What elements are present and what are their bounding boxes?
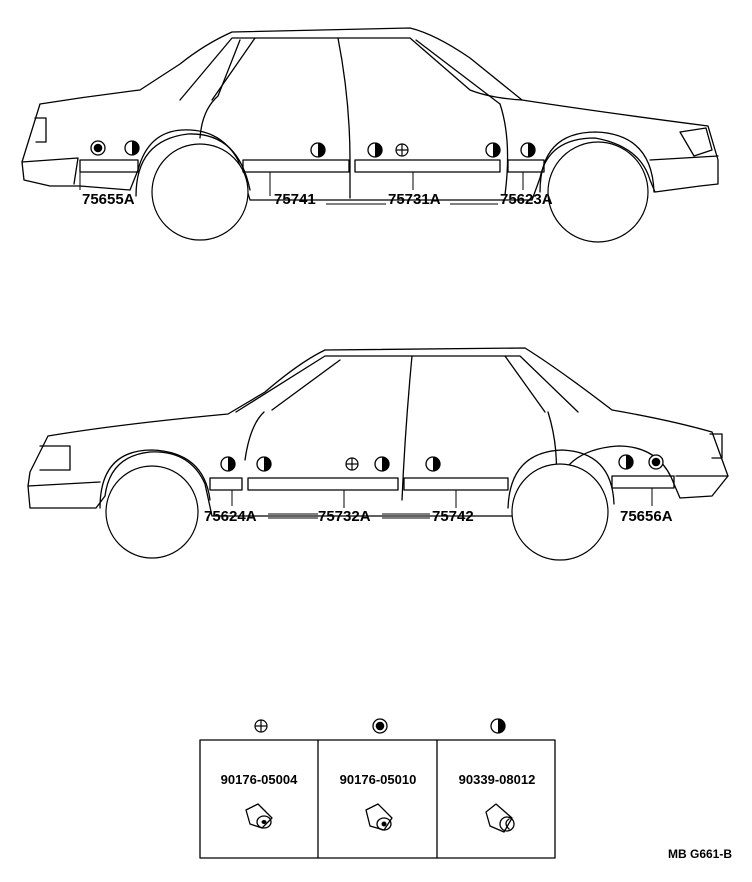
callout-label: 75655A [82, 191, 135, 208]
half-circle-icon [220, 456, 236, 472]
part-number: 90176-05010 [340, 772, 417, 787]
cross-circle-icon [345, 457, 359, 471]
callout-label: 75741 [274, 191, 316, 208]
half-circle-icon [124, 140, 140, 156]
cross-circle-icon [254, 719, 268, 733]
callout-label: 75732A [318, 508, 371, 525]
half-circle-icon [520, 142, 536, 158]
half-circle-icon [490, 718, 506, 734]
clip-90176-05010-icon [365, 803, 393, 831]
top-car: 75655A 75741 75731A 75623A [21, 27, 719, 243]
callout-label: 75624A [204, 508, 257, 525]
half-circle-icon [618, 454, 634, 470]
filled-dot-circle-icon [372, 718, 388, 734]
reference-code: MB G661-B [668, 847, 732, 861]
half-circle-icon [310, 142, 326, 158]
part-number: 90339-08012 [459, 772, 536, 787]
callout-label: 75623A [500, 191, 553, 208]
half-circle-icon [485, 142, 501, 158]
cross-circle-icon [395, 143, 409, 157]
half-circle-icon [256, 456, 272, 472]
clip-90176-05004-icon [245, 803, 273, 829]
half-circle-icon [374, 456, 390, 472]
callout-label: 75731A [388, 191, 441, 208]
clip-90339-08012-icon [485, 803, 515, 833]
callout-label: 75656A [620, 508, 673, 525]
part-number: 90176-05004 [221, 772, 298, 787]
half-circle-icon [425, 456, 441, 472]
filled-dot-circle-icon [648, 454, 664, 470]
fastener-table: 90176-05004 90176-05010 90339-08012 [199, 718, 556, 859]
callout-label: 75742 [432, 508, 474, 525]
bottom-car: 75624A 75732A 75742 75656A [27, 347, 729, 561]
half-circle-icon [367, 142, 383, 158]
filled-dot-circle-icon [90, 140, 106, 156]
